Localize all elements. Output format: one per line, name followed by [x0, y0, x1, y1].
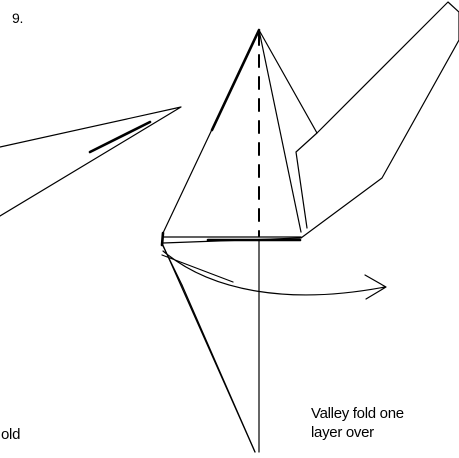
fold-instruction: Valley fold one layer over [311, 404, 404, 442]
fold-instruction-line-1: Valley fold one [311, 405, 404, 422]
tail-flap [300, 1, 459, 239]
fold-base [162, 236, 302, 244]
step-number: 9. [12, 10, 24, 26]
lower-body [160, 231, 260, 453]
fold-instruction-line-2: layer over [311, 424, 374, 441]
neck-triangle [162, 28, 318, 234]
left-wing-flap [0, 106, 182, 217]
fold-arrow [162, 250, 387, 300]
tail-flap-inner-edge [295, 132, 318, 229]
partial-caption: old [1, 426, 21, 443]
